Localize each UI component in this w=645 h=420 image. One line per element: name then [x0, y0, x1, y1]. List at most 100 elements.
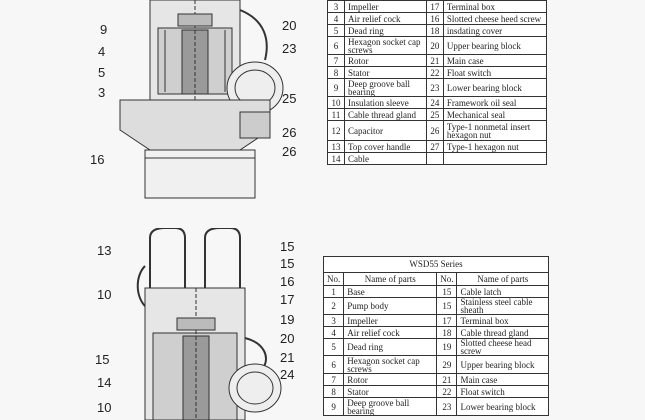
cell-name2: Cable latch	[456, 285, 549, 298]
cell-no2: 20	[425, 36, 444, 55]
cell-name: Air relief cock	[344, 12, 427, 25]
cell-no2: 23	[425, 78, 444, 97]
callout-20: 20	[280, 331, 295, 346]
callout-15b: 15	[280, 256, 295, 271]
cell-no2: 25	[425, 108, 444, 121]
col-header-no: No.	[322, 272, 345, 286]
cell-name2: Mechanical seal	[442, 108, 548, 121]
cell-no: 5	[322, 338, 345, 356]
cell-name2: Upper bearing block	[456, 355, 549, 374]
callout-9: 9	[100, 22, 108, 37]
cell-name: Capacitor	[344, 120, 427, 141]
cell-no2: 19	[436, 338, 458, 356]
cell-name2: Stainless steel cable sheath	[456, 297, 549, 315]
cell-no2	[425, 152, 444, 165]
cell-no: 2	[322, 297, 345, 315]
cell-name: Deep groove ball bearing	[343, 397, 438, 416]
cell-no: 8	[322, 385, 345, 398]
callout-17: 17	[280, 292, 295, 307]
cell-name: Dead ring	[344, 24, 427, 37]
cell-name: Rotor	[344, 54, 427, 67]
cell-no: 9	[327, 78, 345, 97]
callout-14: 14	[97, 375, 112, 390]
cell-name2: Lower bearing block	[442, 78, 548, 97]
cell-name2: insdating cover	[442, 24, 548, 37]
cell-no: 4	[327, 12, 345, 25]
cell-no2: 27	[425, 140, 444, 153]
cell-no: 3	[327, 0, 345, 13]
cell-no: 5	[327, 24, 345, 37]
cell-name2	[442, 152, 548, 165]
cell-no: 3	[322, 314, 345, 327]
cell-no2: 21	[436, 373, 458, 386]
callout-4: 4	[98, 44, 106, 59]
cell-no2: 24	[425, 96, 444, 109]
cell-name: Cable thread gland	[344, 108, 427, 121]
callout-19: 19	[280, 312, 295, 327]
cell-name: Dead ring	[343, 338, 438, 356]
callout-26a: 26	[282, 125, 297, 140]
cell-name: Hexagon socket cap screws	[344, 36, 427, 55]
cell-name: Impeller	[343, 314, 438, 327]
callout-3: 3	[98, 85, 106, 100]
cell-no: 12	[327, 120, 345, 141]
callout-10b: 10	[97, 400, 112, 415]
cell-no2: 22	[436, 385, 458, 398]
cell-name2: Lower bearing block	[456, 397, 549, 416]
cell-name2: Main case	[456, 373, 549, 386]
cell-no: 10	[327, 96, 345, 109]
cell-no2: 22	[425, 66, 444, 79]
cell-name2: Cable thread gland	[456, 326, 549, 339]
callout-20: 20	[282, 18, 297, 33]
table-caption: WSD55 Series	[323, 256, 549, 273]
cell-no2: 29	[436, 355, 458, 374]
cell-no2: 17	[436, 314, 458, 327]
bottom-pump-drawing	[136, 228, 282, 420]
cell-name: Hexagon socket cap screws	[343, 355, 438, 374]
callout-15-left: 15	[95, 352, 110, 367]
cell-no: 4	[322, 326, 345, 339]
callout-15a: 15	[280, 239, 295, 254]
bottom-parts-table: WSD55 Series No. Name of parts No. Name …	[322, 256, 549, 416]
cell-no2: 18	[436, 326, 458, 339]
col-header-no2: No.	[436, 272, 458, 286]
cell-name2: Upper bearing block	[442, 36, 548, 55]
cell-no: 6	[327, 36, 345, 55]
cell-name: Top cover handle	[344, 140, 427, 153]
cell-no2: 15	[436, 297, 458, 315]
callout-24: 24	[280, 367, 295, 382]
cell-name2: Framework oil seal	[442, 96, 548, 109]
cell-name: Stator	[344, 66, 427, 79]
cell-name: Impeller	[344, 0, 427, 13]
col-header-name: Name of parts	[343, 272, 438, 286]
cell-no: 7	[322, 373, 345, 386]
callout-16: 16	[280, 274, 295, 289]
cell-name2: Float switch	[442, 66, 548, 79]
cell-name: Air relief cock	[343, 326, 438, 339]
cell-name: Deep groove ball bearing	[344, 78, 427, 97]
cell-no: 6	[322, 355, 345, 374]
cell-name: Base	[343, 285, 438, 298]
col-header-name2: Name of parts	[456, 272, 549, 286]
cell-name: Rotor	[343, 373, 438, 386]
